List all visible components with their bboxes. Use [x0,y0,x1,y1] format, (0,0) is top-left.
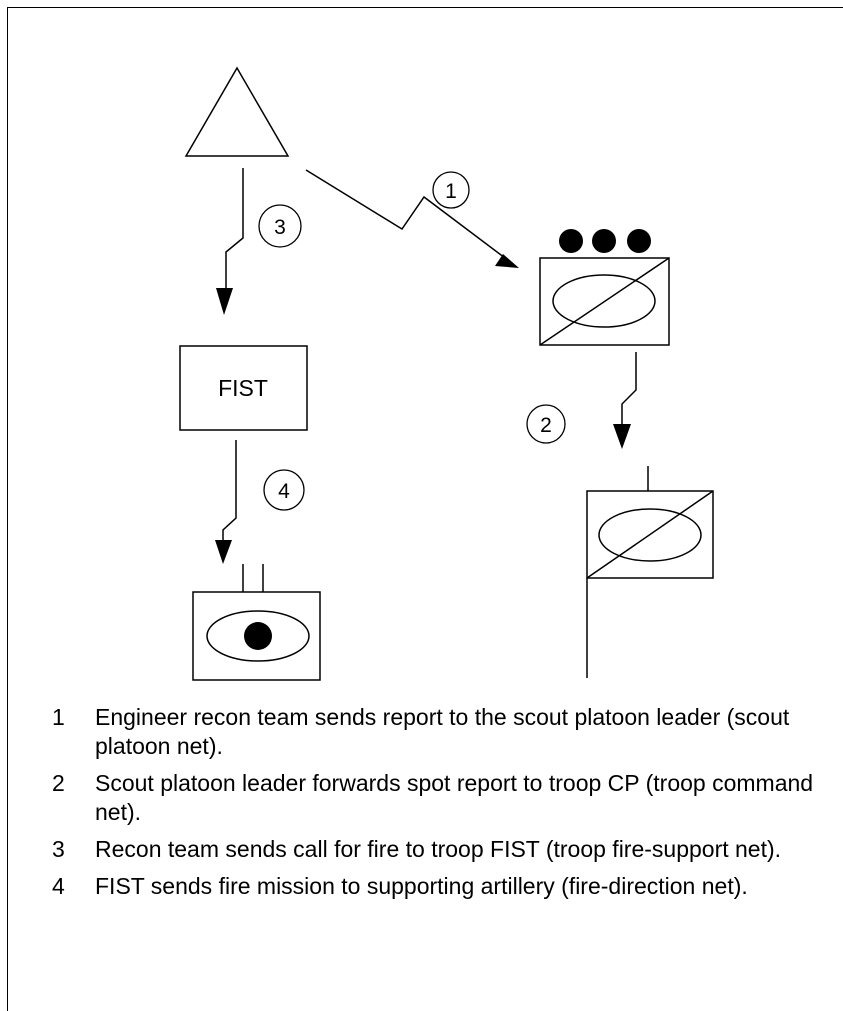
link-1-arrowhead [495,254,519,268]
artillery-box [192,591,321,681]
legend-text: FIST sends fire mission to supporting ar… [95,873,748,899]
legend-text: Scout platoon leader forwards spot repor… [95,770,814,825]
legend-text: Engineer recon team sends report to the … [95,704,790,759]
communications-diagram: 1 2 3 FIST 4 [179,66,714,681]
legend-number: 2 [52,770,65,796]
legend-number: 3 [52,836,65,862]
link-3-arrowhead [216,288,233,315]
link-2-lightning [621,352,637,434]
link-2-arrowhead [613,424,631,449]
scout-dot-left [559,229,583,253]
legend-item: 3 Recon team sends call for fire to troo… [52,835,842,864]
step-2-circle [526,404,566,444]
legend-item: 4 FIST sends fire mission to supporting … [52,872,842,901]
frame-top-border [8,7,843,8]
scout-dot-right [627,229,651,253]
link-4-arrowhead [215,540,232,564]
legend-text: Recon team sends call for fire to troop … [95,836,782,862]
link-3-lightning [225,168,244,292]
step-3-number: 3 [274,216,286,239]
step-1-circle [432,171,470,209]
step-4-number: 4 [278,480,290,503]
step-legend: 1 Engineer recon team sends report to th… [52,703,842,909]
fist-box [179,345,308,431]
artillery-ellipse [206,610,310,662]
link-4-lightning [222,440,237,544]
troop-cp-ellipse [598,508,702,562]
frame-left-border [7,7,8,1011]
troop-cp-box [586,490,714,579]
artillery-center-dot [244,622,272,650]
scout-platoon-leader-ellipse [552,274,656,328]
step-3-circle [258,204,302,248]
troop-cp-diagonal [586,490,714,579]
legend-number: 4 [52,873,65,899]
step-4-circle [263,469,305,511]
legend-number: 1 [52,704,65,730]
step-2-number: 2 [540,414,552,437]
link-1-lightning [305,169,514,265]
scout-platoon-leader-diagonal [539,257,670,346]
legend-item: 2 Scout platoon leader forwards spot rep… [52,769,842,827]
scout-dot-middle [592,229,616,253]
step-1-number: 1 [445,180,457,203]
scout-platoon-leader-box [539,257,670,346]
legend-item: 1 Engineer recon team sends report to th… [52,703,842,761]
fist-label: FIST [218,375,268,401]
engineer-recon-team-triangle [184,66,290,157]
